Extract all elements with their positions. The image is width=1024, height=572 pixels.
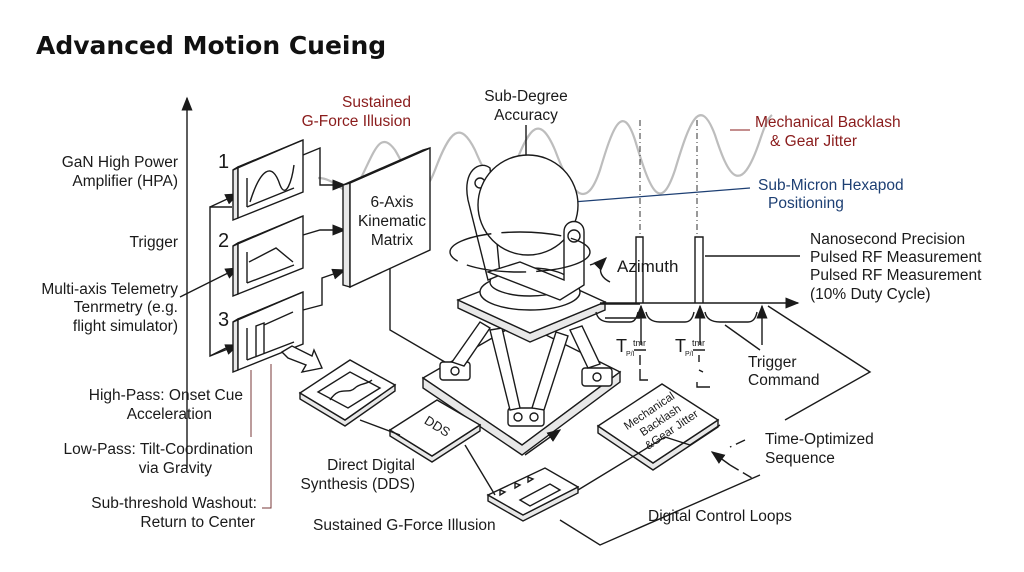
- svg-text:tmr: tmr: [633, 338, 646, 348]
- backlash-box: Mechanical Backlash &Gear Jitter: [596, 383, 720, 471]
- hexapod-positioning-label: Sub-Micron Hexapod Positioning: [758, 177, 904, 212]
- timing-label-2: T P/I tmr: [675, 336, 710, 388]
- svg-text:G-Force Illusion: G-Force Illusion: [302, 113, 411, 130]
- svg-text:6-Axis: 6-Axis: [370, 194, 413, 211]
- trigger-label: Trigger: [129, 234, 178, 251]
- svg-text:Direct Digital: Direct Digital: [327, 457, 415, 474]
- time-optimized-label: Time-Optimized Sequence: [765, 431, 874, 467]
- svg-text:Low-Pass: Tilt-Coordination: Low-Pass: Tilt-Coordination: [63, 441, 253, 458]
- svg-text:P/I: P/I: [626, 351, 635, 358]
- azimuth-rotation-icon: [593, 257, 611, 283]
- hexapod-platform-icon: [421, 154, 622, 456]
- backlash-label: Mechanical Backlash & Gear Jitter: [755, 114, 901, 150]
- svg-text:tmr: tmr: [692, 338, 705, 348]
- svg-text:Accuracy: Accuracy: [494, 107, 558, 124]
- timing-label-1: T P/I tmr: [616, 336, 648, 381]
- azimuth-label: Azimuth: [617, 257, 678, 276]
- svg-text:Sub-threshold Washout:: Sub-threshold Washout:: [91, 495, 257, 512]
- filter-box-3: 3: [218, 290, 304, 374]
- dds-label: Direct Digital Synthesis (DDS): [300, 457, 415, 493]
- svg-text:1: 1: [218, 151, 229, 173]
- svg-text:Sub-Micron Hexapod: Sub-Micron Hexapod: [758, 177, 904, 194]
- svg-text:Tenrmetry (e.g.: Tenrmetry (e.g.: [74, 299, 178, 316]
- trigger-command-label: Trigger Command: [748, 354, 820, 389]
- high-pass-label: High-Pass: Onset Cue Acceleration: [89, 387, 243, 423]
- svg-text:Pulsed RF Measurement: Pulsed RF Measurement: [810, 267, 982, 284]
- svg-text:T: T: [616, 336, 627, 356]
- svg-text:Kinematic: Kinematic: [358, 213, 426, 230]
- svg-text:GaN High Power: GaN High Power: [62, 154, 178, 171]
- digital-control-label: Digital Control Loops: [648, 508, 792, 525]
- svg-text:T: T: [675, 336, 686, 356]
- svg-text:Command: Command: [748, 372, 820, 389]
- bottom-sustained-label: Sustained G-Force Illusion: [313, 517, 496, 534]
- pulse-timeline: [595, 120, 872, 421]
- svg-text:P/I: P/I: [685, 351, 694, 358]
- filter-box-2: 2: [218, 214, 304, 298]
- hpa-label: GaN High Power Amplifier (HPA): [62, 154, 178, 190]
- svg-text:via Gravity: via Gravity: [139, 460, 212, 477]
- sub-degree-label: Sub-Degree Accuracy: [484, 88, 568, 124]
- page-title: Advanced Motion Cueing: [36, 31, 386, 60]
- svg-text:Sustained: Sustained: [342, 94, 411, 111]
- pulse-description-label: Nanosecond Precision Pulsed RF Measureme…: [810, 231, 982, 303]
- svg-text:Matrix: Matrix: [371, 232, 413, 249]
- svg-text:Multi-axis Telemetry: Multi-axis Telemetry: [41, 281, 178, 298]
- svg-text:Trigger: Trigger: [748, 354, 797, 371]
- svg-text:(10% Duty Cycle): (10% Duty Cycle): [810, 286, 931, 303]
- filter-ramp-icon: [246, 247, 295, 284]
- svg-text:2: 2: [218, 230, 229, 252]
- kinematic-matrix-box: 6-Axis Kinematic Matrix: [342, 146, 431, 289]
- flow-arrow-icon: [280, 345, 323, 373]
- svg-text:3: 3: [218, 309, 229, 331]
- filter-panel: [298, 359, 397, 427]
- filter-sine-icon: [246, 178, 295, 208]
- gimbal-sphere-icon: [477, 154, 579, 256]
- svg-text:Pulsed RF Measurement: Pulsed RF Measurement: [810, 249, 982, 266]
- svg-text:Sub-Degree: Sub-Degree: [484, 88, 568, 105]
- filter-step-icon: [246, 311, 295, 361]
- washout-label: Sub-threshold Washout: Return to Center: [91, 495, 257, 531]
- svg-text:Nanosecond Precision: Nanosecond Precision: [810, 231, 965, 248]
- svg-text:Amplifier (HPA): Amplifier (HPA): [72, 173, 178, 190]
- telemetry-arrow: [179, 267, 240, 298]
- input-bus: [209, 206, 233, 358]
- sustained-g-force-label: Sustained G-Force Illusion: [302, 94, 411, 130]
- svg-text:High-Pass: Onset Cue: High-Pass: Onset Cue: [89, 387, 243, 404]
- svg-text:Sequence: Sequence: [765, 450, 835, 467]
- filter-box-1: 1: [218, 138, 304, 222]
- svg-text:flight simulator): flight simulator): [73, 318, 178, 335]
- svg-text:Acceleration: Acceleration: [127, 406, 212, 423]
- dds-box: DDS: [388, 399, 482, 463]
- svg-text:Synthesis (DDS): Synthesis (DDS): [300, 476, 415, 493]
- svg-text:Return to Center: Return to Center: [140, 514, 255, 531]
- svg-text:& Gear Jitter: & Gear Jitter: [770, 133, 857, 150]
- telemetry-label: Multi-axis Telemetry Tenrmetry (e.g. fli…: [41, 281, 178, 335]
- low-pass-label: Low-Pass: Tilt-Coordination via Gravity: [63, 441, 253, 477]
- svg-text:Positioning: Positioning: [768, 195, 844, 212]
- svg-text:Time-Optimized: Time-Optimized: [765, 431, 874, 448]
- svg-text:Mechanical Backlash: Mechanical Backlash: [755, 114, 901, 131]
- controller-board-icon: [486, 467, 580, 522]
